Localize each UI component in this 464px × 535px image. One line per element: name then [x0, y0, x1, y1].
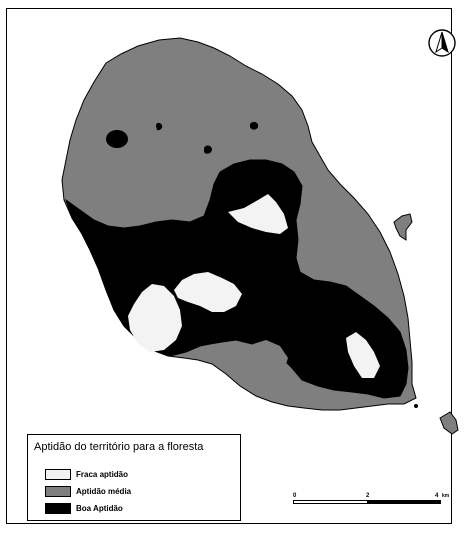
legend-title: Aptidão do território para a floresta — [34, 441, 204, 453]
legend-label-media: Aptidão média — [76, 487, 132, 496]
scale-segment-2 — [368, 500, 441, 504]
spot-boa-aptidao-3 — [204, 145, 212, 154]
scale-label-4: 4 — [435, 493, 439, 499]
legend-swatch-media — [45, 486, 71, 497]
spot-boa-aptidao-4 — [250, 121, 259, 130]
scale-label-unit: km — [442, 493, 450, 499]
zone-fraca-aptidao-north — [228, 194, 288, 234]
zone-aptidao-media-patch — [248, 340, 288, 372]
north-arrow-icon — [428, 29, 456, 57]
islet-tiny — [414, 404, 418, 408]
legend-swatch-fraca — [45, 469, 71, 480]
scale-label-2: 2 — [366, 493, 370, 499]
legend-swatch-boa — [45, 503, 71, 514]
spot-boa-aptidao-2 — [156, 122, 163, 131]
scale-segment-1 — [293, 500, 368, 504]
map-frame — [6, 8, 452, 524]
legend-label-boa: Boa Aptidão — [76, 504, 123, 513]
islet-southeast — [439, 411, 459, 435]
spot-boa-aptidao-1 — [106, 130, 128, 148]
islet-east — [393, 213, 413, 241]
zone-fraca-aptidao-center — [174, 272, 242, 312]
legend-label-fraca: Fraca aptidão — [76, 470, 129, 479]
scale-label-0: 0 — [293, 493, 297, 499]
scale-bar: 0 2 4 km — [293, 493, 449, 507]
zone-fraca-aptidao-west — [128, 284, 182, 352]
zone-fraca-aptidao-east — [346, 332, 380, 378]
map-legend: Aptidão do território para a floresta Fr… — [27, 434, 241, 521]
